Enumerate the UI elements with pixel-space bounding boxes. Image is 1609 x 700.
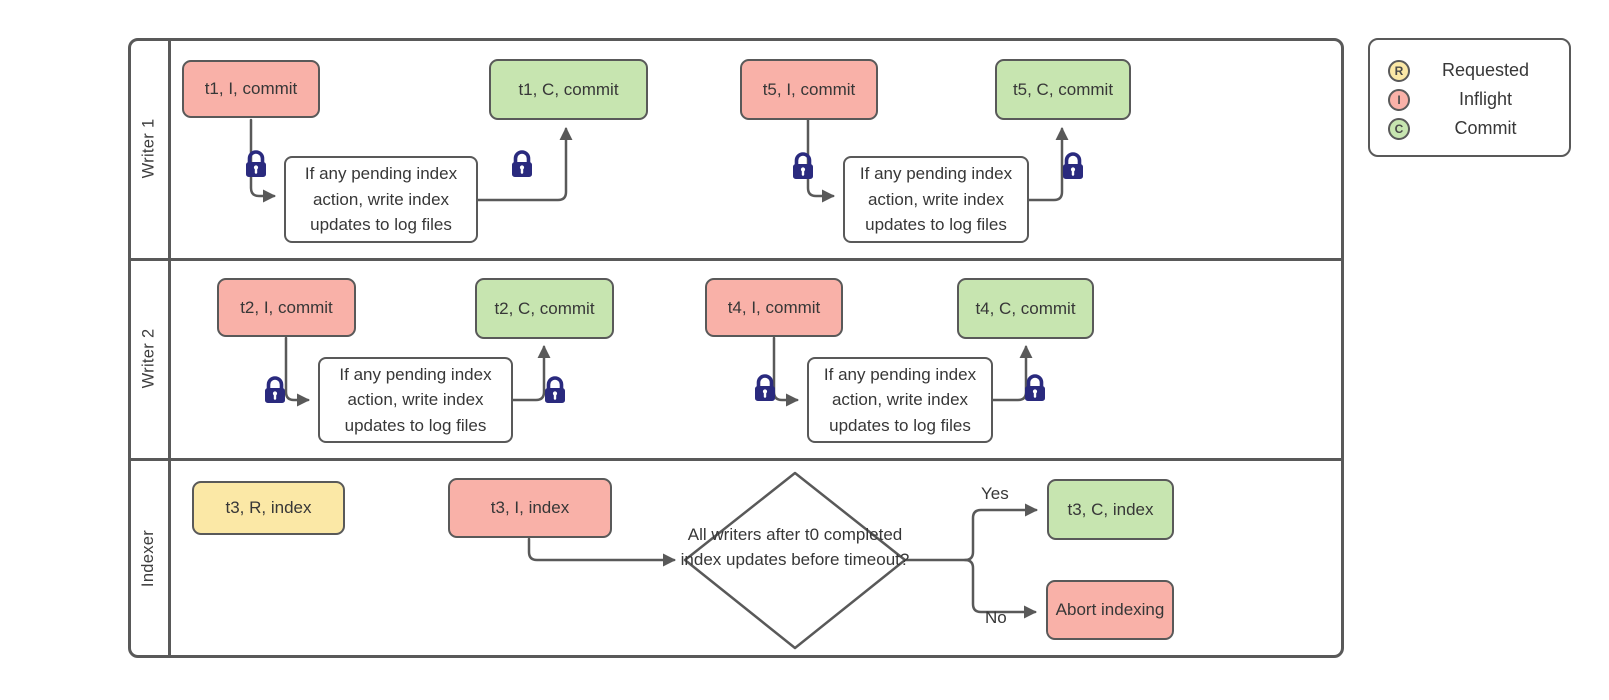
- lock-icon: [792, 152, 814, 180]
- lock-icon: [1062, 152, 1084, 180]
- node-t3-commit: t3, C, index: [1047, 479, 1174, 540]
- node-t5-commit: t5, C, commit: [995, 59, 1131, 120]
- legend-row-commit: C Commit: [1388, 117, 1555, 140]
- lane-label-text: Writer 1: [139, 118, 158, 178]
- lock-icon: [544, 376, 566, 404]
- lane-label-indexer: Indexer: [128, 458, 170, 658]
- node-t3-inflight: t3, I, index: [448, 478, 612, 538]
- lane-label-text: Indexer: [139, 529, 158, 587]
- decision-diamond: [683, 471, 907, 650]
- lane-label-text: Writer 2: [139, 328, 158, 388]
- decision-question: All writers after t0 completed index upd…: [680, 525, 910, 569]
- node-abort-indexing: Abort indexing: [1046, 580, 1174, 640]
- node-t4-commit: t4, C, commit: [957, 278, 1094, 339]
- legend: R Requested I Inflight C Commit: [1368, 38, 1571, 157]
- process-box-writer2-a: If any pending index action, write index…: [318, 357, 513, 443]
- legend-label: Inflight: [1458, 89, 1513, 109]
- lane-label-writer-2: Writer 2: [128, 258, 170, 458]
- lock-icon: [245, 150, 267, 178]
- node-t1-commit: t1, C, commit: [489, 59, 648, 120]
- swimlane-pool: [128, 38, 1344, 658]
- process-box-writer1-a: If any pending index action, write index…: [284, 156, 478, 243]
- inflight-status-icon: I: [1388, 88, 1410, 111]
- lock-icon: [754, 374, 776, 402]
- node-t2-commit: t2, C, commit: [475, 278, 614, 339]
- lock-icon: [264, 376, 286, 404]
- lane-label-writer-1: Writer 1: [128, 38, 170, 258]
- process-box-writer1-b: If any pending index action, write index…: [843, 156, 1029, 243]
- legend-label: Requested: [1441, 60, 1530, 80]
- legend-row-requested: R Requested: [1388, 59, 1555, 82]
- lane-divider-1: [131, 258, 1341, 261]
- lock-icon: [1024, 374, 1046, 402]
- node-t5-inflight: t5, I, commit: [740, 59, 878, 120]
- process-box-writer2-b: If any pending index action, write index…: [807, 357, 993, 443]
- requested-status-icon: R: [1388, 59, 1410, 82]
- commit-status-icon: C: [1388, 117, 1410, 140]
- node-t1-inflight: t1, I, commit: [182, 60, 320, 118]
- branch-label-no: No: [985, 608, 1007, 627]
- legend-label: Commit: [1454, 118, 1517, 138]
- node-t3-requested: t3, R, index: [192, 481, 345, 535]
- legend-row-inflight: I Inflight: [1388, 88, 1555, 111]
- lane-label-divider: [168, 41, 171, 655]
- branch-label-yes: Yes: [981, 484, 1009, 503]
- node-t2-inflight: t2, I, commit: [217, 278, 356, 337]
- lock-icon: [511, 150, 533, 178]
- lane-divider-2: [131, 458, 1341, 461]
- node-t4-inflight: t4, I, commit: [705, 278, 843, 337]
